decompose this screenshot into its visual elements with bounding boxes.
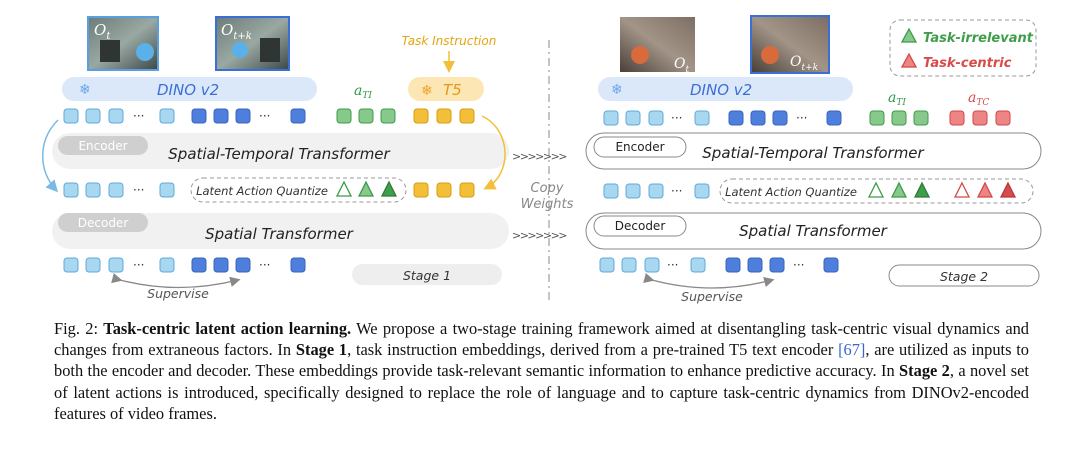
encoder-tag (58, 136, 148, 155)
stage2-label: Stage 2 (940, 269, 988, 284)
task-instruction-label: Task Instruction (402, 34, 497, 48)
supervise-label: Supervise (681, 289, 743, 304)
figure-caption: Fig. 2: Task-centric latent action learn… (54, 319, 1029, 423)
output-token-row: ··· ··· (599, 257, 839, 273)
legend-task-irrelevant: Task-irrelevant (923, 31, 1034, 46)
svg-text:···: ··· (133, 109, 144, 123)
svg-text:···: ··· (796, 111, 807, 125)
encoder-tag-label: Encoder (78, 139, 127, 153)
snowflake-icon: ❄ (611, 82, 623, 98)
decoder-name: Spatial Transformer (739, 222, 888, 240)
framework-diagram: Ot Ot+k ❄ DINO v2 aTI Task Instruction ❄… (42, 15, 1042, 304)
legend (889, 19, 1037, 77)
stage2-badge (888, 264, 1040, 287)
weights-label: Weights (521, 197, 574, 212)
observation-image-t: Ot (620, 17, 695, 75)
latent-token-row: ··· Latent Action Quantize (603, 178, 1034, 204)
svg-text:···: ··· (667, 258, 678, 272)
snowflake-icon: ❄ (421, 83, 433, 99)
legend-task-centric: Task-centric (923, 56, 1012, 71)
obs-t-label: Ot (674, 56, 689, 75)
svg-text:>>>>>>>: >>>>>>> (512, 150, 567, 163)
dino-v2-block (62, 77, 317, 101)
observation-image-t-plus-k: Ot+k (215, 16, 290, 71)
svg-text:>>>>>>>: >>>>>>> (512, 229, 567, 242)
latent-action-quantize (719, 178, 1034, 204)
decoder-name: Spatial Transformer (205, 225, 354, 243)
encoder-name: Spatial-Temporal Transformer (168, 145, 390, 163)
laq-label: Latent Action Quantize (196, 184, 328, 198)
copy-label: Copy (531, 181, 564, 196)
laq-label: Latent Action Quantize (725, 185, 857, 199)
encoder-name: Spatial-Temporal Transformer (702, 144, 924, 162)
encoder-tag-label: Encoder (615, 140, 664, 154)
obs-tk-label: Ot+k (221, 21, 252, 42)
citation-link[interactable]: [67] (838, 340, 866, 360)
t5-label: T5 (443, 81, 462, 99)
caption-fig-label: Fig. 2: (54, 319, 98, 338)
input-token-row: ··· ··· (63, 108, 475, 124)
decoder-tag (593, 215, 687, 237)
output-token-row: ··· ··· (63, 257, 306, 273)
latent-token-row: ··· Latent Action Quantize (63, 177, 475, 203)
snowflake-icon: ❄ (79, 82, 91, 98)
svg-text:···: ··· (259, 109, 270, 123)
input-token-row: ··· ··· (603, 110, 1011, 126)
dino-v2-label: DINO v2 (157, 81, 219, 99)
encoder-block (52, 133, 509, 169)
svg-text:···: ··· (259, 258, 270, 272)
obs-tk-label: Ot+k (790, 54, 818, 73)
red-triangle-icon (900, 52, 918, 68)
decoder-block (585, 212, 1042, 250)
supervise-label: Supervise (147, 286, 209, 301)
green-triangle-icon (900, 27, 918, 43)
svg-text:···: ··· (793, 258, 804, 272)
svg-text:···: ··· (671, 111, 682, 125)
a-ti-label: aTI (354, 83, 372, 101)
svg-text:···: ··· (671, 184, 682, 198)
encoder-tag (593, 136, 687, 158)
obs-t-label: Ot (94, 21, 111, 42)
stage2-panel: Ot Ot+k Task-irrelevant Task-centric ❄ D… (585, 15, 1042, 304)
decoder-tag-label: Decoder (615, 219, 666, 233)
dino-v2-label: DINO v2 (690, 81, 752, 99)
observation-image-t-plus-k: Ot+k (750, 15, 830, 74)
observation-image-t: Ot (87, 16, 159, 71)
a-ti-label: aTI (888, 90, 906, 108)
stage1-badge (352, 264, 502, 285)
dino-v2-block (598, 77, 853, 101)
decoder-tag-label: Decoder (78, 216, 129, 230)
decoder-tag (58, 213, 148, 232)
decoder-block (52, 213, 509, 249)
stage1-panel: Ot Ot+k ❄ DINO v2 aTI Task Instruction ❄… (42, 16, 509, 301)
a-tc-label: aTC (968, 90, 989, 108)
copy-weights-section: >>>>>>> >>>>>>> Copy Weights (512, 40, 574, 302)
encoder-block (585, 132, 1042, 170)
svg-text:···: ··· (133, 258, 144, 272)
t5-block (408, 77, 484, 101)
svg-text:···: ··· (133, 183, 144, 197)
caption-title: Task-centric latent action learning. (103, 319, 352, 338)
latent-action-quantize (190, 177, 407, 203)
stage1-label: Stage 1 (403, 268, 451, 283)
